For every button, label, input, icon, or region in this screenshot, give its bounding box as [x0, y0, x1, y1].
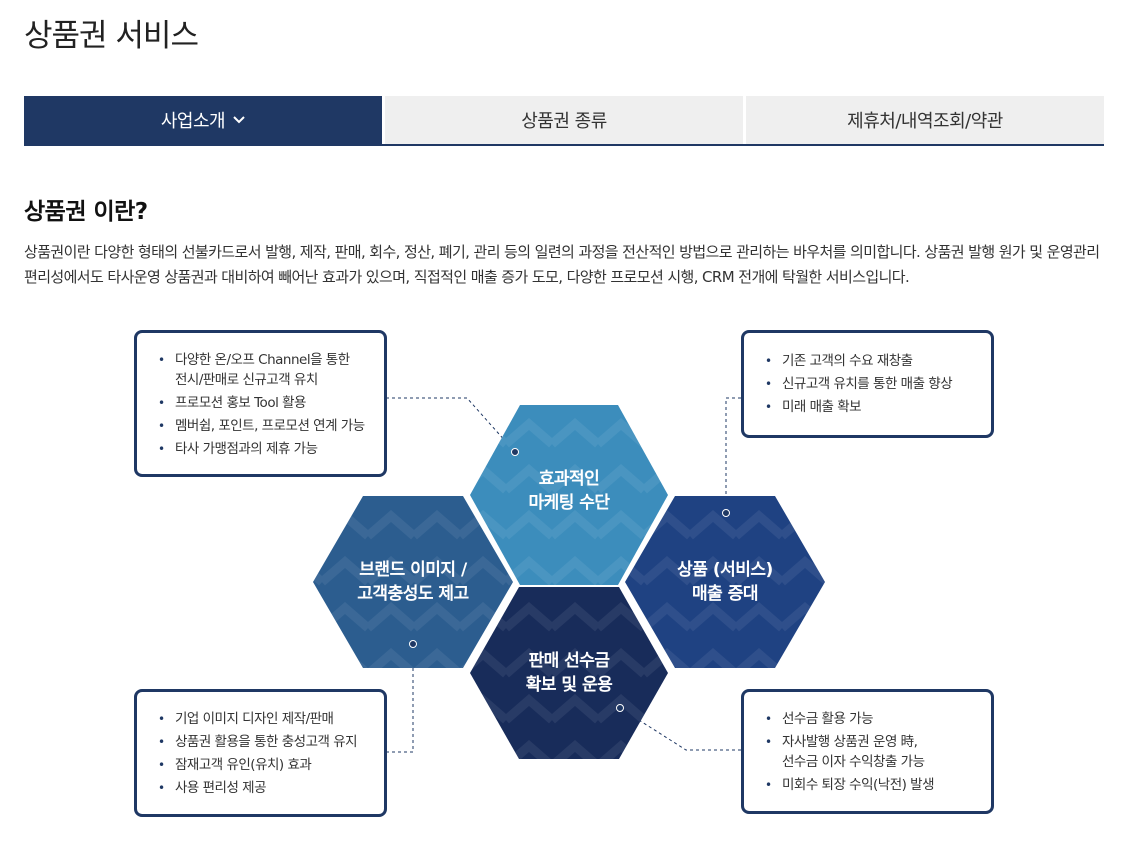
tab-giftcard-types[interactable]: 상품권 종류 — [385, 96, 743, 144]
hexagon-brand — [313, 496, 513, 668]
list-item: 잠재고객 유인(유치) 효과 — [155, 755, 376, 775]
info-box-sales: 기존 고객의 수요 재창출 신규고객 유치를 통한 매출 향상 미래 매출 확보 — [741, 330, 994, 438]
list-item: 멤버쉽, 포인트, 프로모션 연계 가능 — [155, 416, 376, 436]
chevron-down-icon — [233, 113, 245, 128]
tab-label: 제휴처/내역조회/약관 — [847, 111, 1003, 132]
connector-bottom-left — [386, 644, 414, 753]
list-item: 선수금 활용 가능 — [762, 709, 983, 729]
connector-top-right — [725, 397, 741, 513]
tab-business-intro[interactable]: 사업소개 — [24, 96, 382, 144]
section-heading: 상품권 이란? — [24, 199, 148, 225]
list-item: 자사발행 상품권 운영 時, 선수금 이자 수익창출 가능 — [762, 732, 983, 772]
tab-partners-history-terms[interactable]: 제휴처/내역조회/약관 — [746, 96, 1104, 144]
list-item: 기업 이미지 디자인 제작/판매 — [155, 709, 376, 729]
list-item: 미회수 퇴장 수익(낙전) 발생 — [762, 775, 983, 795]
connector-lines — [386, 397, 741, 753]
list-item: 다양한 온/오프 Channel을 통한 전시/판매로 신규고객 유치 — [155, 350, 376, 390]
hexagon-marketing — [470, 405, 668, 585]
list-item: 상품권 활용을 통한 충성고객 유지 — [155, 732, 376, 752]
connector-top-left — [386, 397, 516, 453]
info-box-brand: 기업 이미지 디자인 제작/판매 상품권 활용을 통한 충성고객 유지 잠재고객… — [134, 689, 387, 817]
list-item: 사용 편리성 제공 — [155, 778, 376, 798]
list-item: 프로모션 홍보 Tool 활용 — [155, 393, 376, 413]
hexagon-label-brand: 브랜드 이미지 / 고객충성도 제고 — [357, 560, 469, 604]
list-item: 미래 매출 확보 — [762, 397, 983, 417]
hexagon-sales — [625, 496, 825, 668]
hexagon-label-marketing: 효과적인 마케팅 수단 — [528, 469, 610, 513]
info-box-prepaid: 선수금 활용 가능 자사발행 상품권 운영 時, 선수금 이자 수익창출 가능 … — [741, 689, 994, 814]
hexagon-label-sales: 상품 (서비스) 매출 증대 — [677, 560, 773, 604]
page-title: 상품권 서비스 — [24, 18, 199, 54]
list-item: 기존 고객의 수요 재창출 — [762, 351, 983, 371]
tab-label: 사업소개 — [160, 111, 226, 132]
list-item: 타사 가맹점과의 제휴 가능 — [155, 439, 376, 459]
connector-dots — [409, 448, 730, 712]
hexagon-prepaid — [470, 587, 668, 759]
connector-bottom-right — [619, 707, 741, 751]
list-item: 신규고객 유치를 통한 매출 향상 — [762, 374, 983, 394]
tab-bar: 사업소개 상품권 종류 제휴처/내역조회/약관 — [24, 96, 1104, 146]
hexagon-label-prepaid: 판매 선수금 확보 및 운용 — [525, 651, 613, 695]
intro-paragraph: 상품권이란 다양한 형태의 선불카드로서 발행, 제작, 판매, 회수, 정산,… — [24, 243, 1100, 286]
info-box-marketing: 다양한 온/오프 Channel을 통한 전시/판매로 신규고객 유치 프로모션… — [134, 330, 387, 477]
tab-label: 상품권 종류 — [521, 111, 607, 132]
